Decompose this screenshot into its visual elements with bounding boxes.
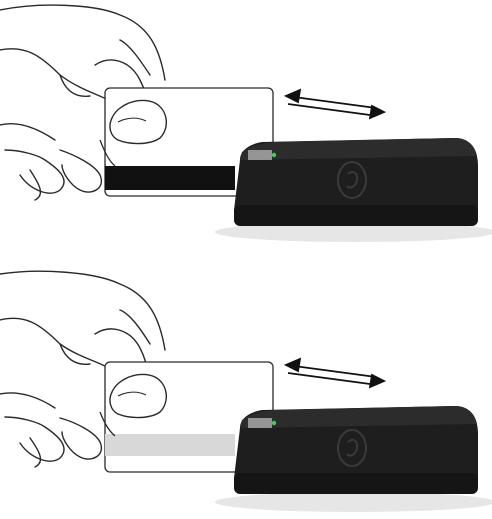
double-arrow-icon-2	[286, 359, 384, 387]
swipe-illustration-svg-2	[0, 262, 492, 519]
swipe-illustration-svg	[0, 0, 492, 252]
swipe-illustration-light-stripe	[0, 262, 492, 519]
magnetic-stripe-2	[105, 434, 235, 456]
magnetic-stripe	[105, 166, 235, 190]
card-reader-icon-2	[234, 406, 478, 494]
swipe-illustration-dark-stripe	[0, 0, 492, 252]
double-arrow-icon	[286, 90, 384, 118]
status-led	[272, 153, 276, 157]
reader-shadow-2	[215, 492, 492, 512]
status-led-2	[272, 421, 276, 425]
card-reader-icon	[234, 138, 478, 226]
